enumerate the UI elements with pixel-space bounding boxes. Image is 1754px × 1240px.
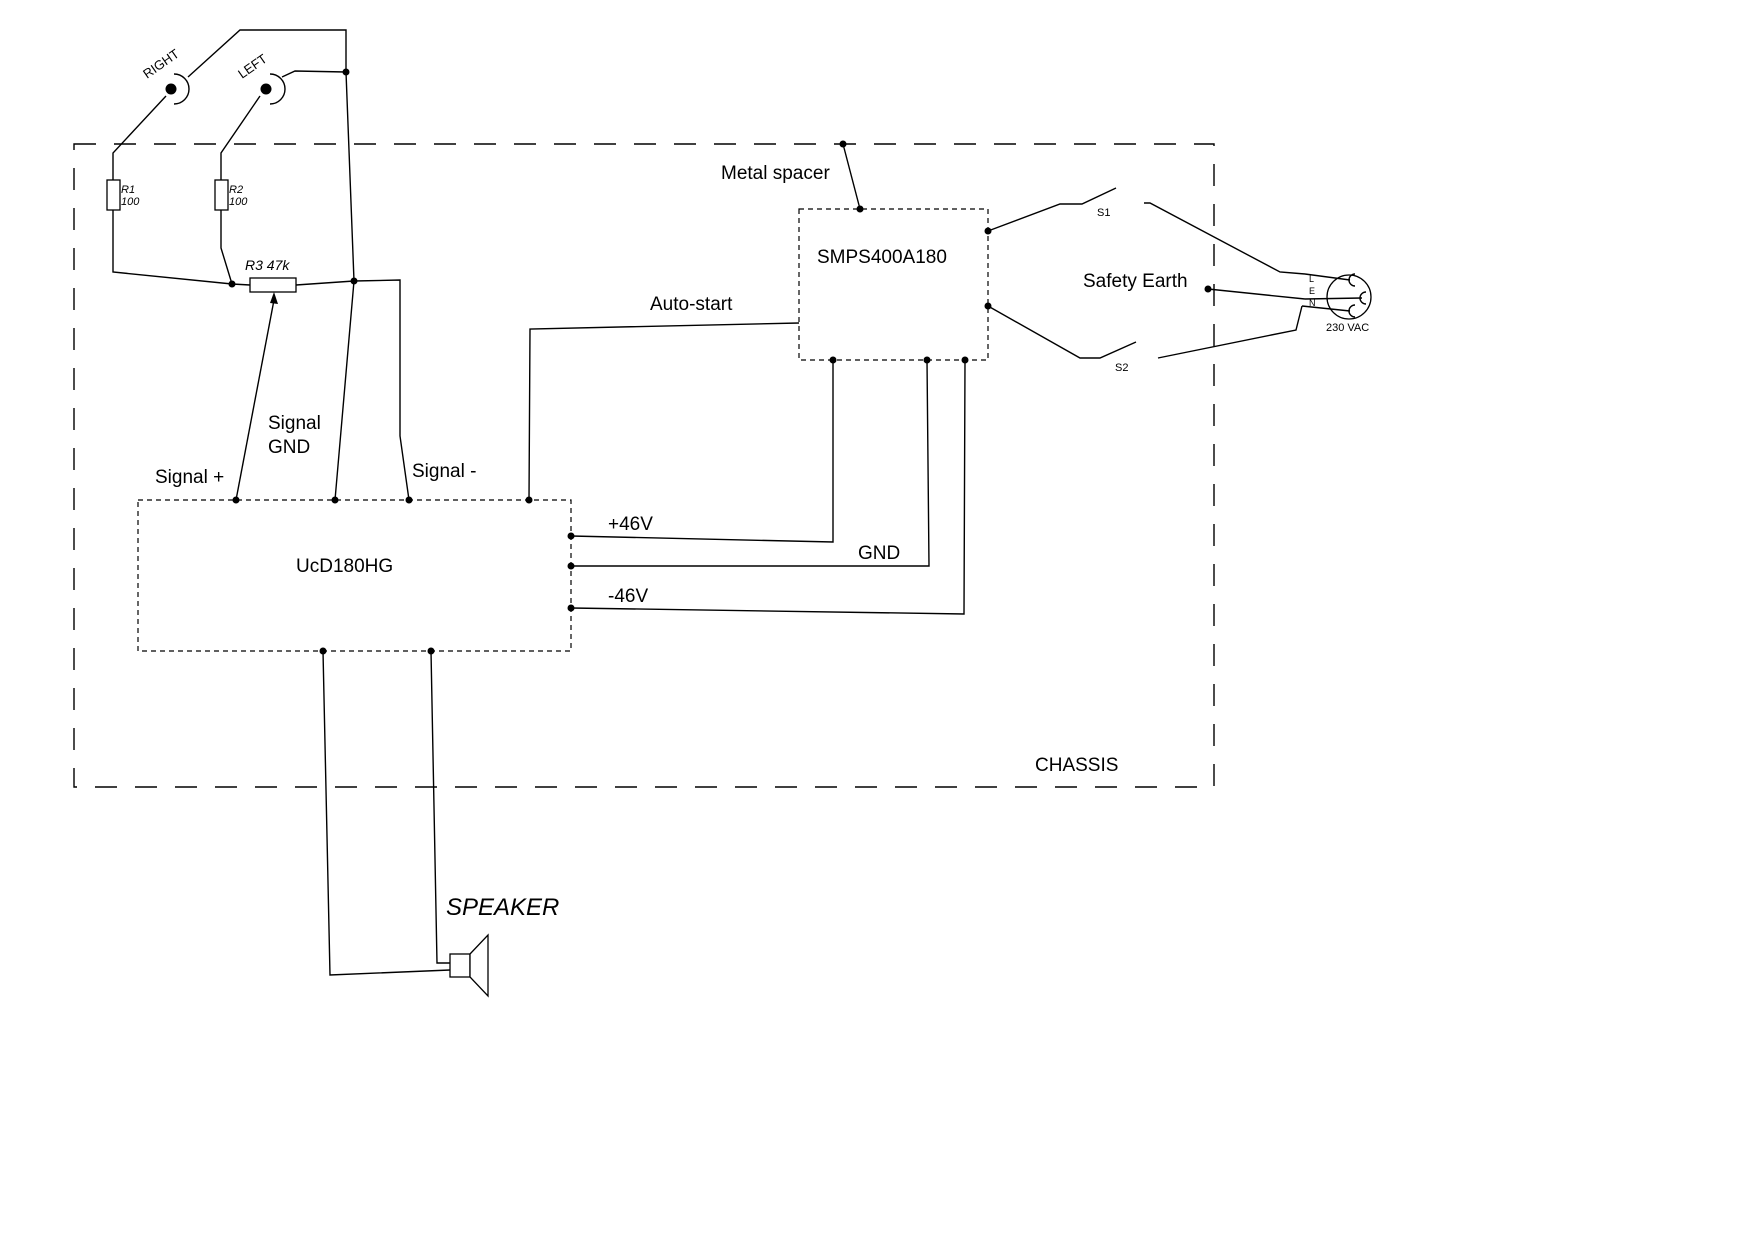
metal-spacer-label: Metal spacer	[721, 163, 830, 184]
signal-plus-label: Signal +	[155, 467, 224, 488]
speaker-label: SPEAKER	[446, 894, 559, 921]
right-jack-label: RIGHT	[140, 46, 182, 82]
wire-signal-minus	[353, 279, 410, 501]
wire-r3-left	[231, 283, 251, 286]
r1-name: R1	[121, 184, 135, 196]
wire-right-jack-ground	[187, 29, 347, 78]
chassis-label: CHASSIS	[1035, 755, 1118, 776]
s2-label: S2	[1115, 362, 1128, 374]
gnd-label: GND	[858, 543, 900, 564]
node-amp-signal-gnd	[331, 496, 339, 504]
speaker-icon	[449, 933, 489, 998]
plus46-label: +46V	[608, 514, 653, 535]
r3-label: R3 47k	[245, 257, 290, 273]
wire-minus46	[570, 359, 966, 615]
wire-ground-bus	[334, 71, 355, 501]
wire-right-to-r1	[112, 95, 167, 180]
amp-module	[137, 499, 572, 652]
signal-gnd-label-1: Signal	[268, 413, 321, 434]
wire-speaker-2	[430, 650, 450, 964]
node-spacer-top	[839, 140, 847, 148]
r3-wiper-arrow-icon	[270, 292, 278, 304]
node-spacer-bottom	[856, 205, 864, 213]
wire-left-jack-ground	[281, 70, 347, 78]
signal-minus-label: Signal -	[412, 461, 476, 482]
right-input-jack	[165, 73, 190, 105]
switch-s2	[987, 305, 1303, 359]
wire-left-to-r2	[220, 95, 261, 180]
r2-name: R2	[229, 184, 243, 196]
wire-r3-right	[295, 280, 355, 286]
s1-label: S1	[1097, 207, 1110, 219]
wire-r2-to-r3	[220, 210, 233, 285]
r1-value: 100	[121, 196, 140, 208]
node-amp-signal-plus	[232, 496, 240, 504]
wire-metal-spacer	[842, 143, 861, 210]
wire-plus46	[570, 360, 834, 543]
wire-speaker-1	[322, 650, 451, 976]
r3-potentiometer	[249, 277, 297, 293]
left-jack-label: LEFT	[235, 51, 270, 82]
line-n-label: N	[1309, 298, 1316, 308]
wire-r1-to-r3	[112, 210, 233, 285]
smps-module	[798, 208, 989, 361]
line-l-label: L	[1309, 274, 1314, 284]
r2-value: 100	[229, 196, 248, 208]
wire-auto-start	[528, 322, 800, 501]
safety-earth-label: Safety Earth	[1083, 271, 1188, 292]
wire-safety-earth	[1207, 288, 1306, 300]
smps-label: SMPS400A180	[817, 247, 947, 268]
mains-label: 230 VAC	[1326, 322, 1369, 334]
r1-resistor	[106, 179, 121, 211]
wire-signal-plus	[235, 299, 275, 501]
amp-label: UcD180HG	[296, 556, 393, 577]
mains-inlet-icon	[1301, 273, 1372, 320]
r2-resistor	[214, 179, 229, 211]
wire-gnd	[571, 359, 930, 567]
minus46-label: -46V	[608, 586, 648, 607]
signal-gnd-label-2: GND	[268, 437, 310, 458]
node-amp-signal-minus	[405, 496, 413, 504]
switch-s1	[987, 187, 1306, 275]
auto-start-label: Auto-start	[650, 294, 733, 315]
chassis-outline	[73, 143, 1215, 788]
left-input-jack	[260, 73, 286, 105]
line-e-label: E	[1309, 286, 1315, 296]
